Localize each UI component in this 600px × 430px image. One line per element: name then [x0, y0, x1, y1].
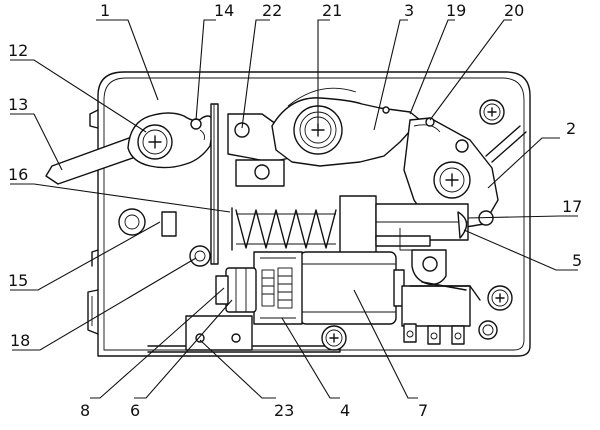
part-label-19: 19	[446, 1, 466, 20]
part-label-5: 5	[572, 251, 582, 270]
housing-plate	[87, 71, 531, 357]
part-label-13: 13	[8, 95, 28, 114]
part-labels: 1 14 22 21 3 19 20 12 13 2 16 17 15 5 18…	[8, 1, 582, 420]
bracket-22	[227, 113, 291, 187]
part-label-1: 1	[100, 1, 110, 20]
corner-screw-top	[479, 99, 505, 125]
part-label-14: 14	[214, 1, 234, 20]
part-label-16: 16	[8, 165, 28, 184]
part-label-12: 12	[8, 41, 28, 60]
part-label-3: 3	[404, 1, 414, 20]
gearbox-4	[253, 251, 303, 325]
screw-plate-2	[433, 161, 471, 199]
part-label-2: 2	[566, 119, 576, 138]
compression-spring-16	[231, 207, 337, 251]
part-label-17: 17	[562, 197, 582, 216]
part-label-15: 15	[8, 271, 28, 290]
part-label-6: 6	[130, 401, 140, 420]
micro-switch	[401, 281, 481, 345]
part-label-22: 22	[262, 1, 282, 20]
base-plate-23	[147, 315, 341, 353]
lever-arm	[45, 112, 215, 185]
bolt-18	[189, 245, 211, 267]
part-label-23: 23	[274, 401, 294, 420]
part-label-21: 21	[322, 1, 342, 20]
part-label-7: 7	[418, 401, 428, 420]
vertical-guide-plate	[210, 103, 219, 265]
lower-bracket	[399, 228, 447, 286]
part-label-20: 20	[504, 1, 524, 20]
part-label-18: 18	[10, 331, 30, 350]
motor-7	[299, 251, 405, 325]
leader-lines	[10, 19, 578, 399]
corner-screw-bottom	[478, 285, 513, 340]
part-label-4: 4	[340, 401, 350, 420]
lower-screw	[321, 325, 347, 351]
part-label-8: 8	[80, 401, 90, 420]
screw-21	[293, 105, 343, 155]
left-pin-15	[118, 208, 177, 237]
pivot-screw-12	[137, 124, 173, 160]
spring-clip	[485, 125, 527, 163]
slide-shaft-17	[339, 195, 469, 255]
